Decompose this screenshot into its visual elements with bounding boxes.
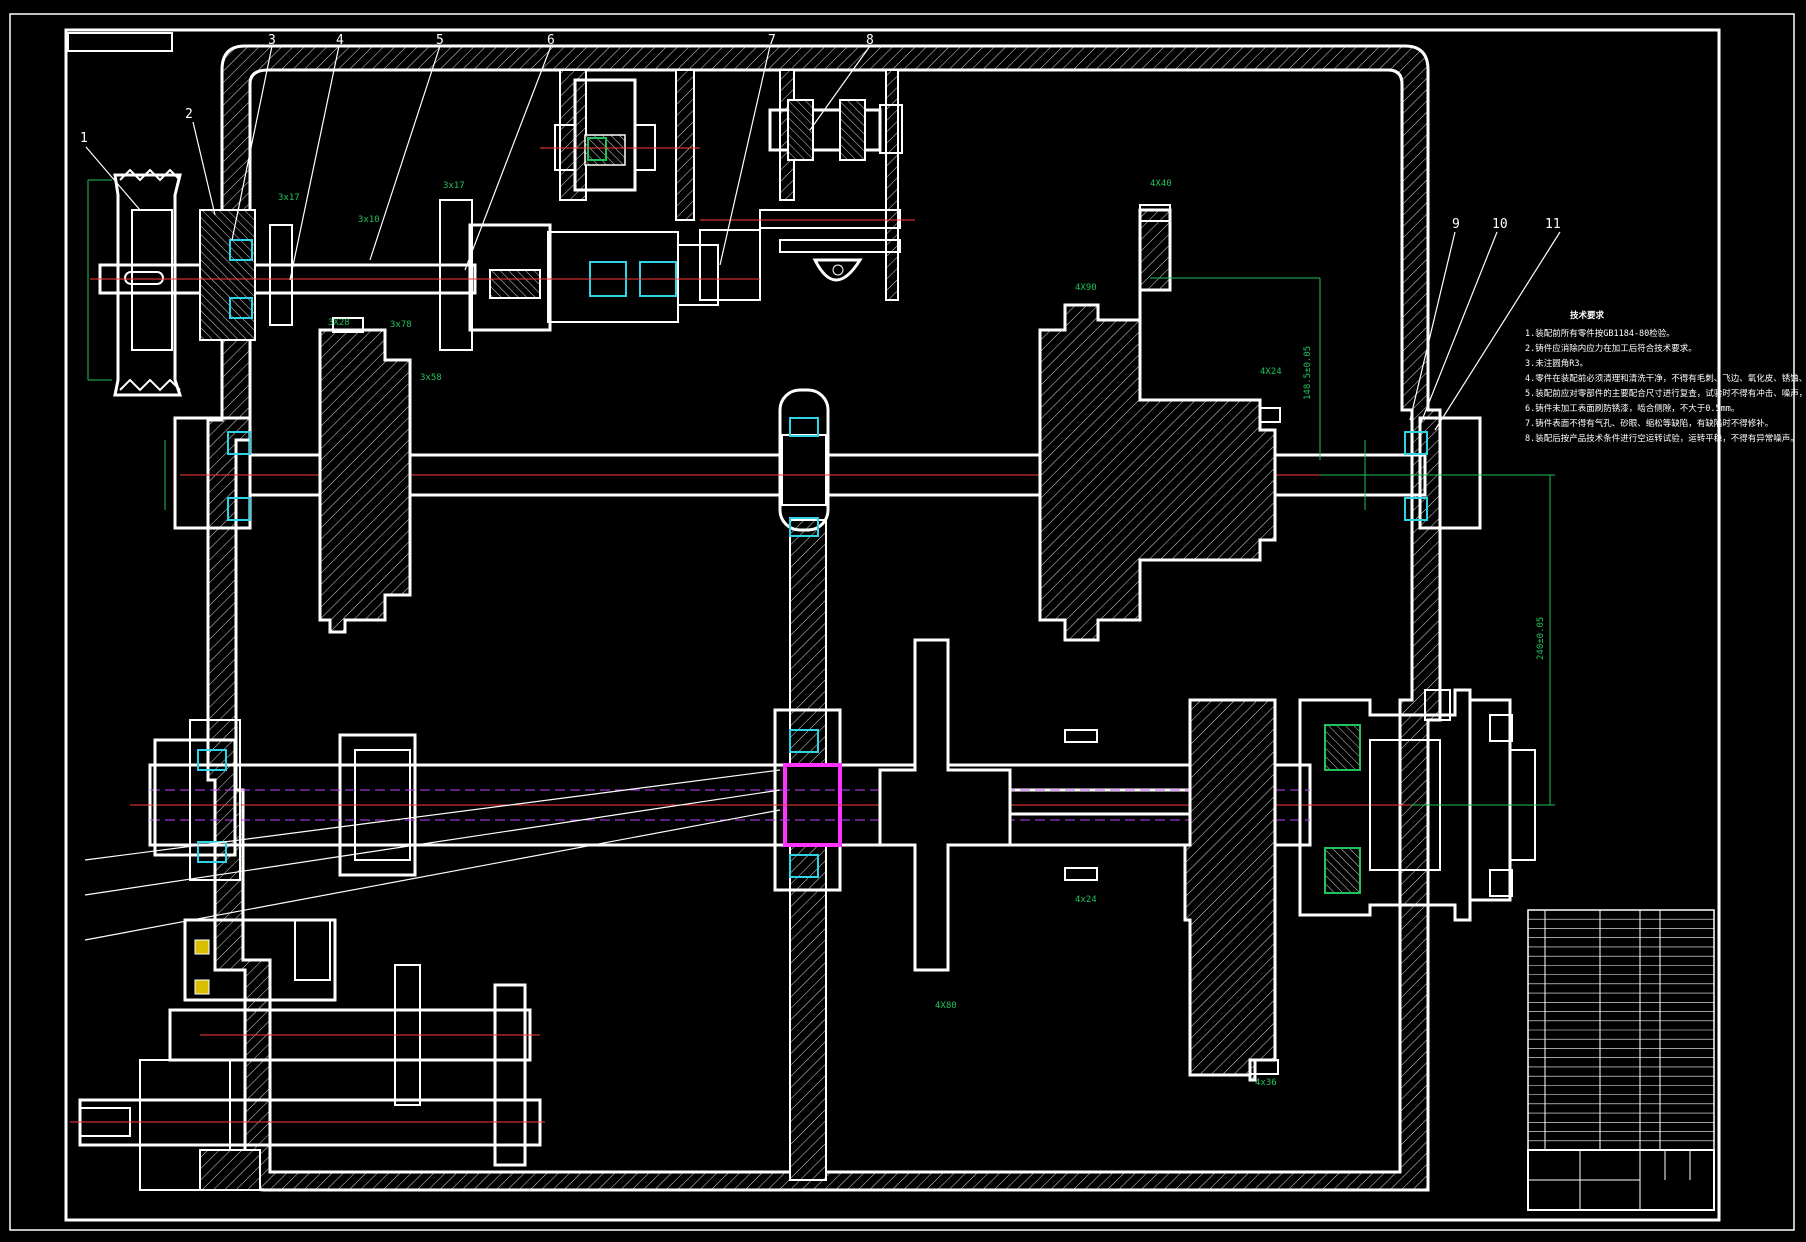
dim-text: 4x24 [1075,895,1097,905]
dim-text: 4x36 [1255,1078,1277,1088]
gear-lower-large [878,638,1279,1082]
part-label: 9 [1452,217,1460,232]
dimension-texts: 3x17 3x10 3x17 4X40 3X28 3x78 3x58 4X90 … [278,179,1546,1088]
dim-text: 240±0.05 [1536,617,1546,660]
parts-list-table [1527,909,1715,1211]
part-label: 7 [768,33,776,48]
top-mechanism-right [700,99,915,282]
technical-notes: 技术要求 1.装配前所有零件按GB1184-80检验。 2.铸件应消除内应力在加… [1525,310,1806,444]
note-item: 8.装配后按产品技术条件进行空运转试验，运转平稳，不得有异常噪声。 [1525,433,1799,444]
note-item: 4.零件在装配前必须清理和清洗干净，不得有毛刺、飞边、氧化皮、锈蚀、切屑、油污、… [1525,373,1806,384]
dimension-lines [87,179,1555,806]
dim-text: 3x17 [278,193,300,203]
part-label: 6 [547,33,555,48]
dim-text: 4X90 [1075,283,1097,293]
dim-text: 4X40 [1150,179,1172,189]
part-label: 3 [268,33,276,48]
drawing-frame [9,13,1795,1231]
note-item: 5.装配前应对零部件的主要配合尺寸进行复查，试验时不得有冲击、噪声，温升和渗漏不… [1525,388,1806,399]
note-item: 6.铸件未加工表面刷防锈漆，啮合侧隙，不大于0.5mm。 [1525,403,1739,414]
dim-text: 3x10 [358,215,380,225]
part-label: 4 [336,33,344,48]
part-label: 2 [185,107,193,122]
notes-title: 技术要求 [1570,310,1605,321]
top-mechanism-left [540,78,700,192]
part-label: 10 [1492,217,1508,232]
dim-text: 4X80 [935,1001,957,1011]
part-label: 11 [1545,217,1561,232]
part-label: 1 [80,131,88,146]
right-end-cap [1298,688,1536,922]
note-item: 3.未注圆角R3。 [1525,358,1588,369]
part-label: 8 [866,33,874,48]
note-item: 1.装配前所有零件按GB1184-80检验。 [1525,328,1675,339]
leader-lines [84,45,1561,941]
dim-text: 3x17 [443,181,465,191]
dim-text: 3x58 [420,373,442,383]
note-item: 7.铸件表面不得有气孔、砂眼、缩松等缺陷，有缺陷时不得修补。 [1525,418,1773,429]
dim-text: 4X24 [1260,367,1282,377]
dim-text: 3X28 [328,318,350,328]
note-item: 2.铸件应消除内应力在加工后符合技术要求。 [1525,343,1697,354]
aux-mechanism-bottom-left [70,918,545,1191]
part-number-labels: 1 2 3 4 5 6 7 8 9 10 11 [80,33,1561,232]
gear-large-right [1038,204,1281,642]
gear-cluster-left [318,317,412,634]
dim-text: 148.5±0.05 [1303,346,1313,400]
part-label: 5 [436,33,444,48]
input-shaft-assembly [90,168,761,397]
dim-text: 3x78 [390,320,412,330]
